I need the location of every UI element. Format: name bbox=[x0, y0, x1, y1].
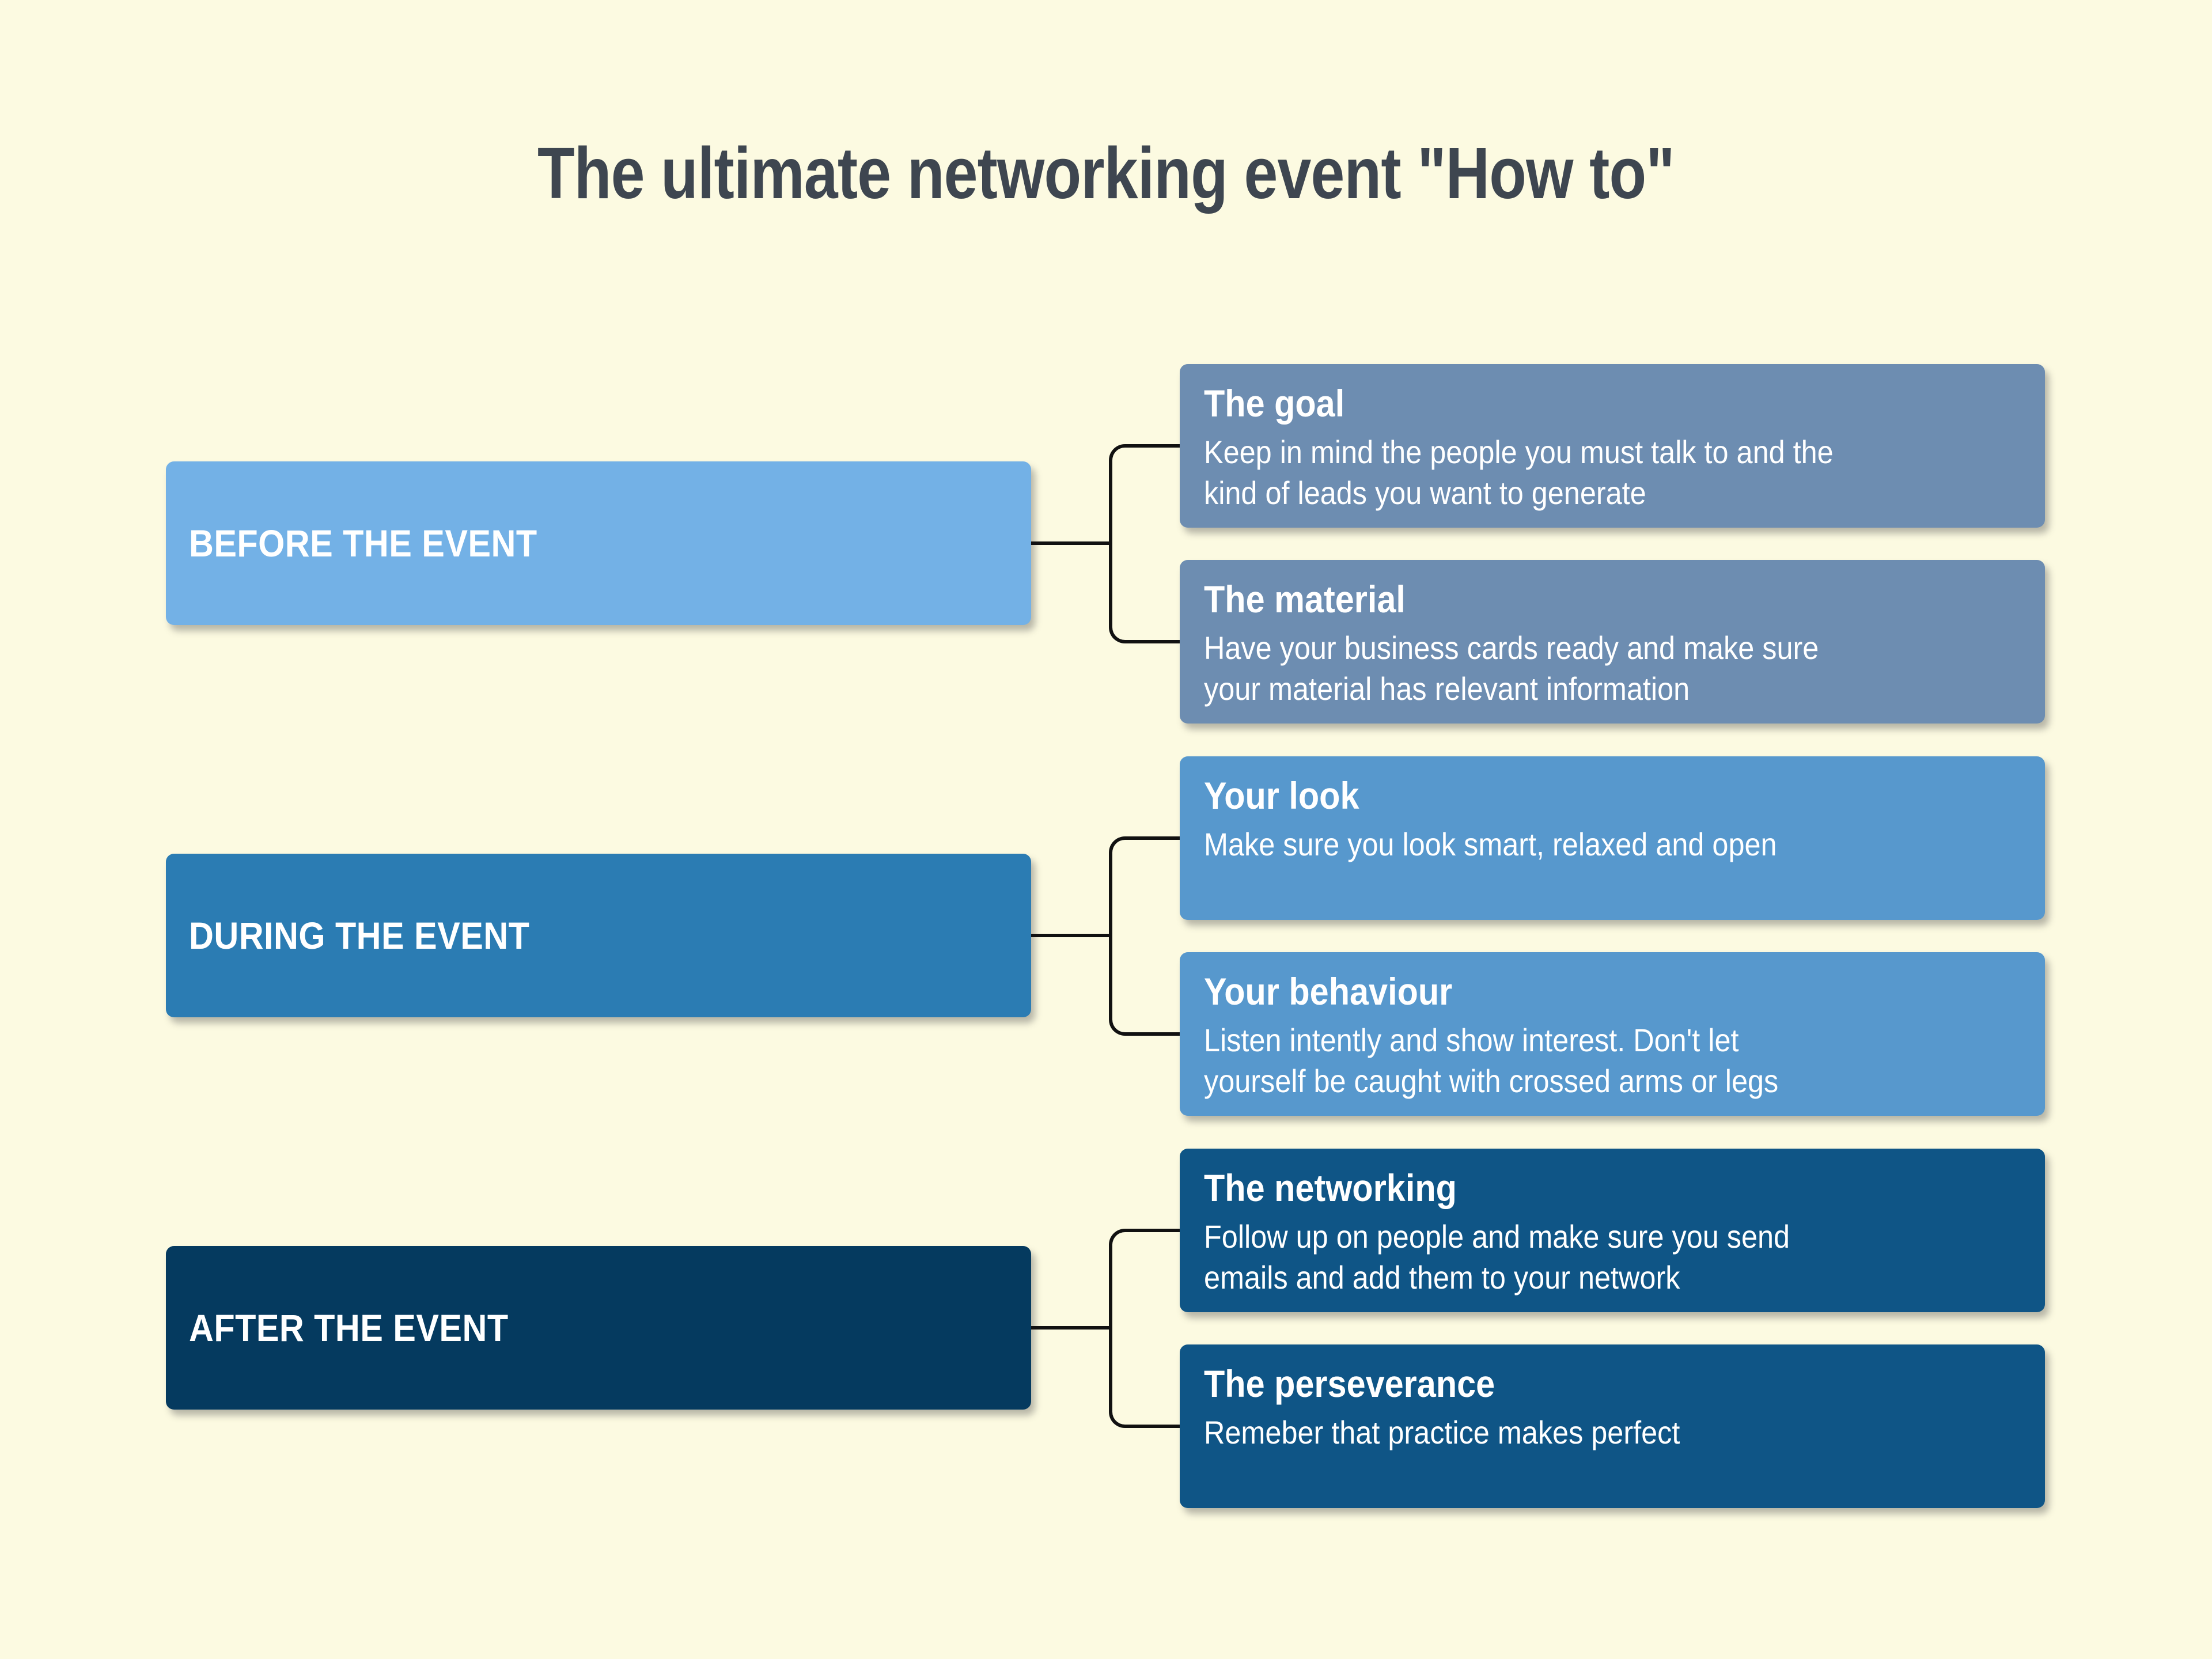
detail-heading: The goal bbox=[1204, 382, 1345, 425]
detail-box-your-look: Your look Make sure you look smart, rela… bbox=[1180, 756, 2045, 920]
stage-box-before-the-event: BEFORE THE EVENT bbox=[166, 461, 1031, 625]
connector-bracket-before bbox=[1109, 444, 1180, 643]
detail-heading: Your look bbox=[1204, 774, 1359, 817]
connector-stem-during bbox=[1031, 934, 1112, 937]
stage-label-after: AFTER THE EVENT bbox=[189, 1306, 509, 1349]
detail-body: Remeber that practice makes perfect bbox=[1204, 1414, 1680, 1450]
stage-label-before: BEFORE THE EVENT bbox=[189, 522, 537, 565]
detail-box-the-networking: The networking Follow up on people and m… bbox=[1180, 1149, 2045, 1312]
detail-body: Have your business cards ready and make … bbox=[1204, 629, 1819, 707]
detail-body: Listen intently and show interest. Don't… bbox=[1204, 1021, 1779, 1100]
detail-heading: Your behaviour bbox=[1204, 970, 1453, 1013]
detail-body: Make sure you look smart, relaxed and op… bbox=[1204, 825, 1777, 862]
detail-box-the-goal: The goal Keep in mind the people you mus… bbox=[1180, 364, 2045, 528]
detail-heading: The material bbox=[1204, 578, 1406, 620]
page-title-text: The ultimate networking event "How to" bbox=[537, 132, 1675, 214]
connector-stem-before bbox=[1031, 541, 1112, 545]
detail-box-your-behaviour: Your behaviour Listen intently and show … bbox=[1180, 952, 2045, 1116]
detail-body: Follow up on people and make sure you se… bbox=[1204, 1218, 1790, 1296]
connector-bracket-during bbox=[1109, 836, 1180, 1036]
detail-body: Keep in mind the people you must talk to… bbox=[1204, 433, 1834, 512]
page-title: The ultimate networking event "How to" bbox=[0, 131, 2212, 215]
stage-label-during: DURING THE EVENT bbox=[189, 914, 530, 957]
connector-bracket-after bbox=[1109, 1229, 1180, 1428]
detail-box-the-perseverance: The perseverance Remeber that practice m… bbox=[1180, 1344, 2045, 1508]
detail-box-the-material: The material Have your business cards re… bbox=[1180, 560, 2045, 724]
stage-box-after-the-event: AFTER THE EVENT bbox=[166, 1246, 1031, 1410]
detail-heading: The perseverance bbox=[1204, 1362, 1495, 1405]
connector-stem-after bbox=[1031, 1326, 1112, 1330]
detail-heading: The networking bbox=[1204, 1166, 1457, 1209]
stage-box-during-the-event: DURING THE EVENT bbox=[166, 854, 1031, 1017]
